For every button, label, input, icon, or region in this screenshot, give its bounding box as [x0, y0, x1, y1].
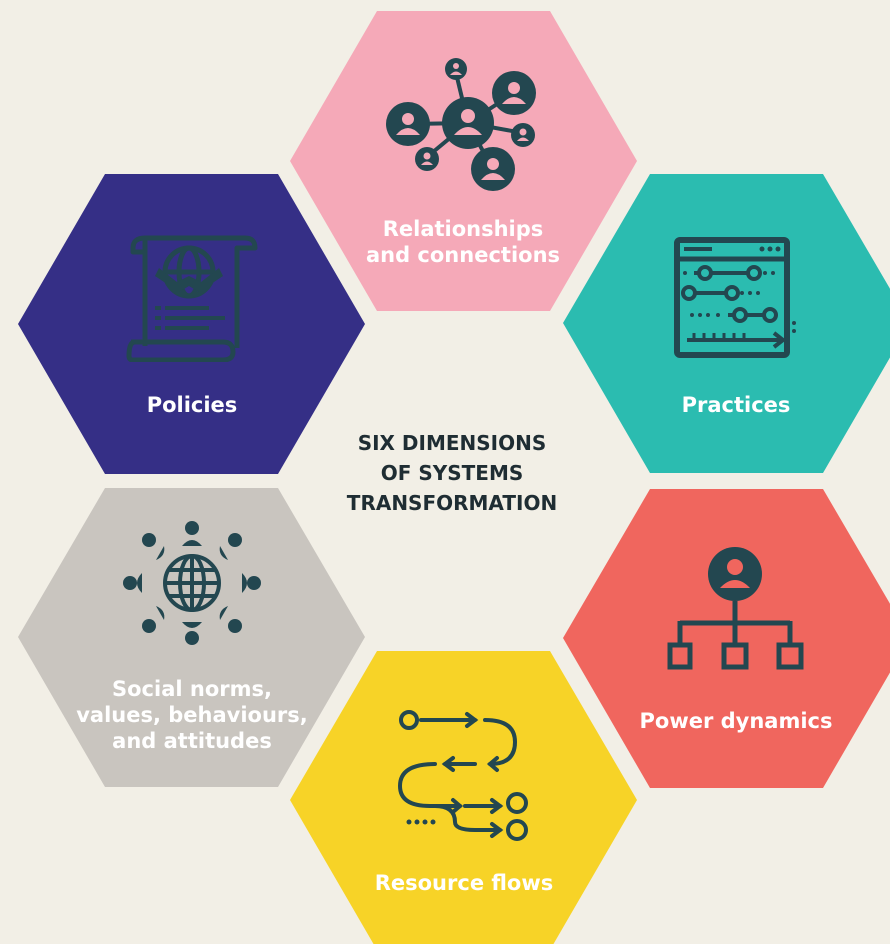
hexagon-power	[563, 489, 890, 788]
hexagon-resources	[290, 651, 637, 944]
process-window-icon	[674, 237, 796, 358]
hexagon-policies	[18, 174, 365, 474]
label-relationships: Relationships and connections	[365, 217, 561, 267]
label-practices: Practices	[681, 393, 791, 417]
network-people-icon	[386, 58, 536, 191]
globe-people-icon	[123, 521, 261, 645]
hexagon-relationships	[290, 11, 637, 311]
diagram-title: SIX DIMENSIONS OF SYSTEMS TRANSFORMATION	[346, 431, 558, 515]
label-resource-flows: Resource flows	[374, 871, 554, 895]
label-policies: Policies	[146, 393, 238, 417]
hierarchy-icon	[667, 547, 804, 670]
label-social-norms: Social norms, values, behaviours, and at…	[76, 677, 308, 753]
hexagon-practices	[563, 174, 890, 473]
label-power-dynamics: Power dynamics	[639, 709, 833, 733]
flow-arrows-icon	[397, 710, 528, 841]
policy-document-icon	[126, 235, 258, 362]
